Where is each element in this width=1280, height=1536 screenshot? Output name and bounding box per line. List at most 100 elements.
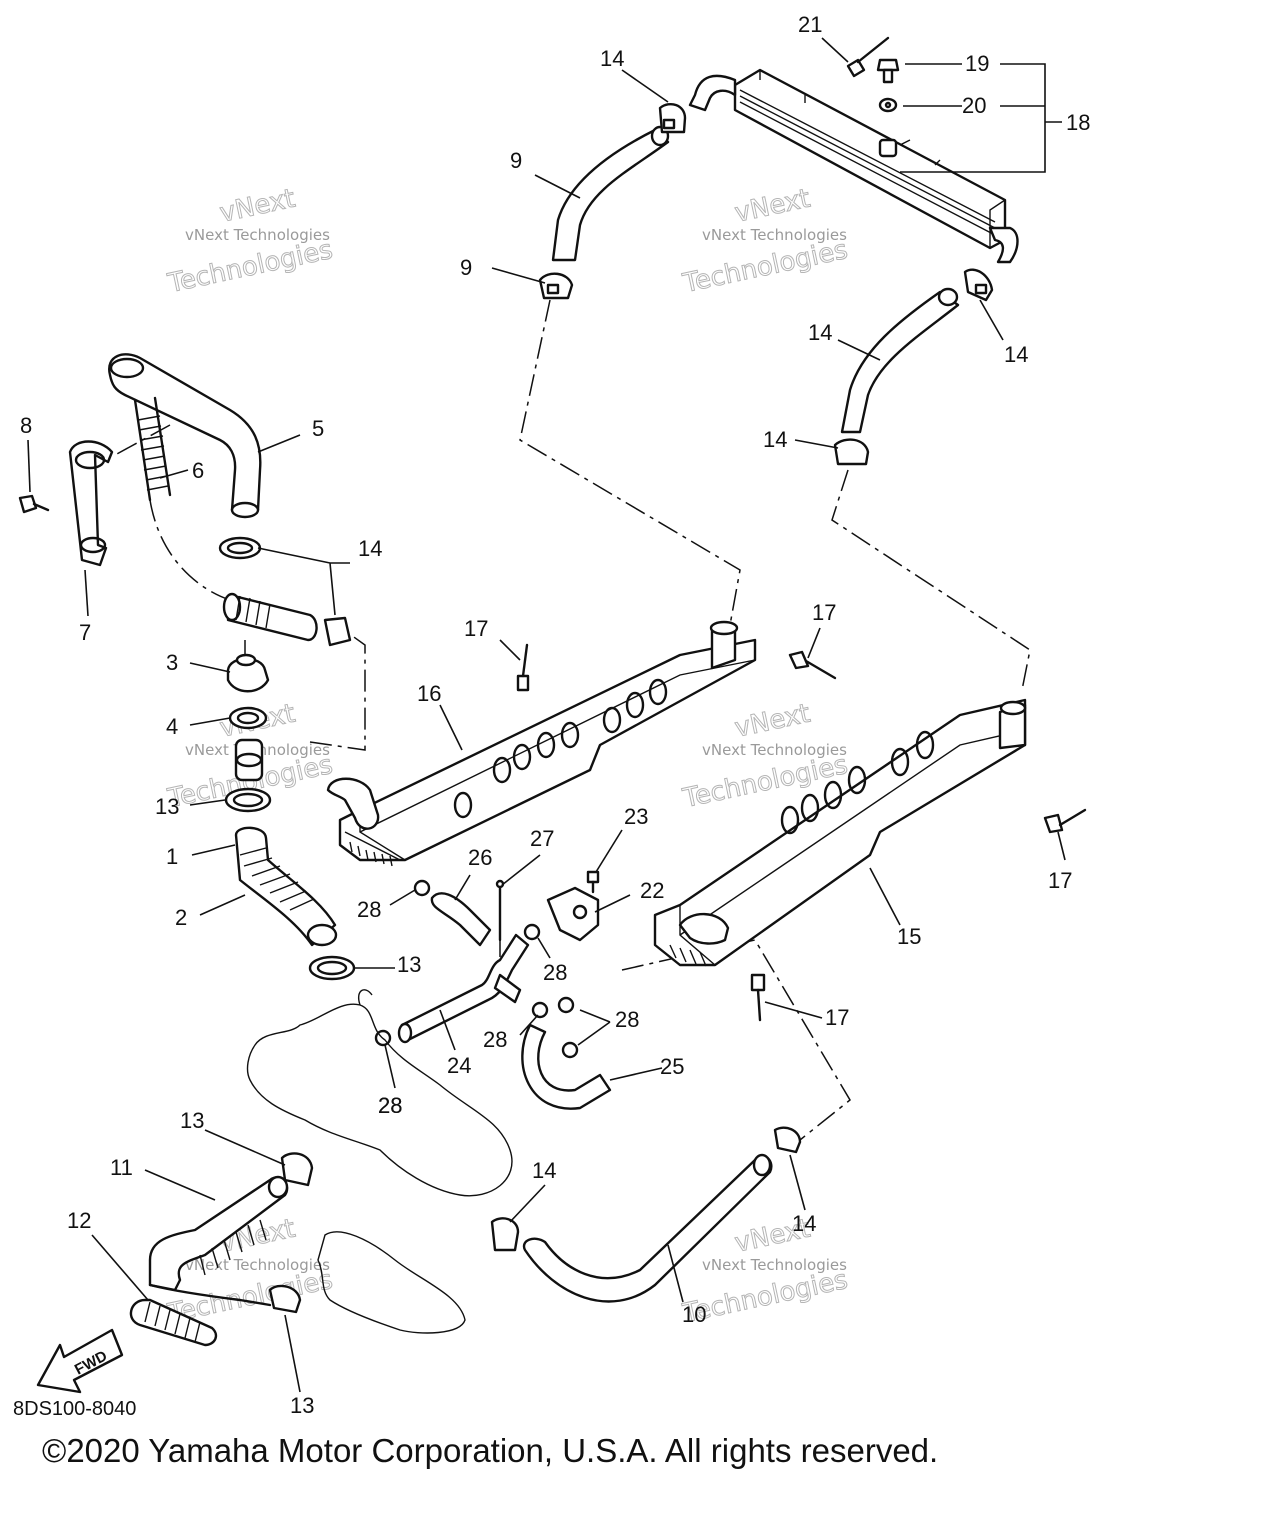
callout-28: 28 — [378, 1093, 402, 1118]
callout-28: 28 — [357, 897, 381, 922]
callout-20: 20 — [962, 93, 986, 118]
watermark-text: vNext Technologies — [185, 226, 330, 244]
hose-9-right — [840, 287, 960, 434]
callout-14: 14 — [532, 1158, 556, 1183]
callout-21: 21 — [798, 12, 822, 37]
clamp-14-d — [833, 438, 870, 466]
clamp-13-b — [308, 955, 356, 981]
callout-25: 25 — [660, 1054, 684, 1079]
clamp-14-b — [538, 272, 574, 300]
heat-exchanger-15 — [653, 698, 1027, 967]
callout-12: 12 — [67, 1208, 91, 1233]
watermark-text: vNext Technologies — [702, 741, 847, 759]
callout-26: 26 — [468, 845, 492, 870]
fitting-22 — [546, 886, 600, 942]
callout-27: 27 — [530, 826, 554, 851]
callout-labels: 21 19 20 18 14 9 14 9 14 14 8 5 6 14 7 3… — [20, 12, 1090, 1418]
hose-24 — [397, 933, 530, 1044]
hose-25 — [521, 1023, 612, 1110]
callout-19: 19 — [965, 51, 989, 76]
leader-lines — [27, 37, 1066, 1393]
clamp-14-f — [323, 616, 352, 647]
bolt-19 — [876, 58, 900, 84]
clamp-13-c — [280, 1152, 314, 1187]
hose-1-2 — [234, 826, 338, 947]
callout-14: 14 — [600, 46, 624, 71]
callout-1: 1 — [166, 844, 178, 869]
clamp-14-a — [658, 103, 687, 134]
thermostat — [234, 738, 264, 782]
callout-9: 9 — [510, 148, 522, 173]
callout-28: 28 — [483, 1027, 507, 1052]
rivet-17-d — [750, 973, 766, 1022]
gasket-4 — [228, 706, 268, 730]
callout-22: 22 — [640, 878, 664, 903]
callout-28: 28 — [543, 960, 567, 985]
screw-23 — [586, 870, 600, 894]
callout-17: 17 — [464, 616, 488, 641]
callout-14: 14 — [792, 1211, 816, 1236]
rivet-17-c — [1043, 808, 1087, 834]
callout-18: 18 — [1066, 110, 1090, 135]
callout-17: 17 — [825, 1005, 849, 1030]
copyright-notice: ©2020 Yamaha Motor Corporation, U.S.A. A… — [42, 1432, 938, 1469]
callout-6: 6 — [192, 458, 204, 483]
clamp-14-e — [218, 536, 262, 560]
hose-10 — [522, 1153, 773, 1303]
hose-6-lower — [222, 592, 318, 642]
clamp-13-a — [224, 787, 272, 813]
callout-13: 13 — [155, 794, 179, 819]
rivet-17-a — [516, 643, 530, 692]
callout-28: 28 — [615, 1007, 639, 1032]
callout-7: 7 — [79, 620, 91, 645]
thermostat-cover-3 — [226, 653, 270, 693]
callout-14: 14 — [1004, 342, 1028, 367]
oil-cooler-18 — [688, 68, 1019, 264]
clips-28 — [374, 879, 579, 1059]
callout-13: 13 — [397, 952, 421, 977]
watermark-text: vNext — [732, 184, 813, 229]
callout-5: 5 — [312, 416, 324, 441]
bracket-7 — [68, 440, 114, 567]
callout-16: 16 — [417, 681, 441, 706]
callout-2: 2 — [175, 905, 187, 930]
fwd-arrow-icon: FWD — [36, 1328, 124, 1394]
pipe-5 — [108, 353, 262, 519]
callout-17: 17 — [812, 600, 836, 625]
corrugated-hose-6 — [133, 396, 172, 502]
watermark-text: Technologies — [165, 235, 336, 299]
callout-23: 23 — [624, 804, 648, 829]
clamp-13-d — [268, 1284, 302, 1314]
callout-8: 8 — [20, 413, 32, 438]
callout-24: 24 — [447, 1053, 471, 1078]
callout-17: 17 — [1048, 868, 1072, 893]
washer-20 — [878, 97, 898, 113]
watermark-text: Technologies — [680, 235, 851, 299]
hose-11 — [148, 1175, 289, 1292]
callout-4: 4 — [166, 714, 178, 739]
clamp-14-g — [490, 1217, 520, 1252]
callout-14: 14 — [358, 536, 382, 561]
watermark-text: vNext Technologies — [702, 1256, 847, 1274]
watermark-text: vNext — [217, 184, 298, 229]
callout-10: 10 — [682, 1302, 706, 1327]
engine-outline — [246, 989, 513, 1334]
clamp-14-h — [773, 1126, 802, 1154]
callout-13: 13 — [180, 1108, 204, 1133]
callout-28: 28 — [378, 1093, 402, 1118]
callout-13: 13 — [290, 1393, 314, 1418]
hose-26 — [430, 892, 492, 947]
callout-11: 11 — [110, 1155, 133, 1180]
hose-12 — [129, 1283, 272, 1347]
callout-14: 14 — [763, 427, 787, 452]
watermark-text: vNext Technologies — [702, 226, 847, 244]
diagram-code: 8DS100-8040 — [13, 1398, 136, 1420]
heat-exchanger-16 — [326, 620, 757, 867]
watermark-text: vNext — [732, 699, 813, 744]
callout-15: 15 — [897, 924, 921, 949]
rivet-17-b — [788, 650, 837, 680]
tie-27 — [495, 879, 505, 942]
clamp-14-c — [963, 268, 994, 302]
callout-9: 14 — [808, 320, 832, 345]
rivet-21 — [846, 36, 890, 78]
